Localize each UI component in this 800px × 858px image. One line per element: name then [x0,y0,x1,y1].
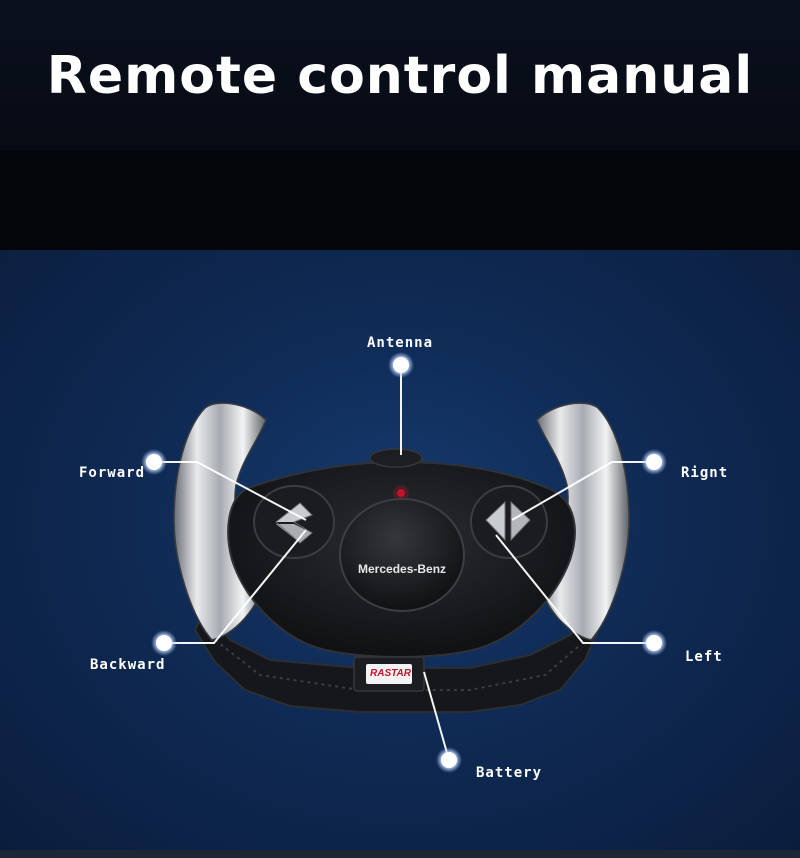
brand-name: Mercedes-Benz [358,562,447,576]
label-antenna: Antenna [367,335,434,351]
indicator-led-glow [393,485,409,501]
label-battery: Battery [476,765,543,781]
bottom-strip [0,850,800,858]
antenna-nub [369,448,423,468]
label-left: Left [685,649,723,665]
label-forward: Forward [79,465,146,481]
label-right: Rignt [681,465,729,481]
rastar-logo: RASTAR [370,668,411,679]
left-right-buttons[interactable] [470,485,548,559]
header-band [0,150,800,250]
callout-lines [154,365,654,761]
header-banner: Remote control manual [0,0,800,250]
battery-compartment [353,656,425,692]
forward-backward-buttons[interactable] [253,485,335,559]
label-backward: Backward [90,657,166,673]
indicator-led [397,489,405,497]
center-badge [339,498,465,612]
page-title: Remote control manual [46,46,754,106]
callout-dots [141,352,667,773]
